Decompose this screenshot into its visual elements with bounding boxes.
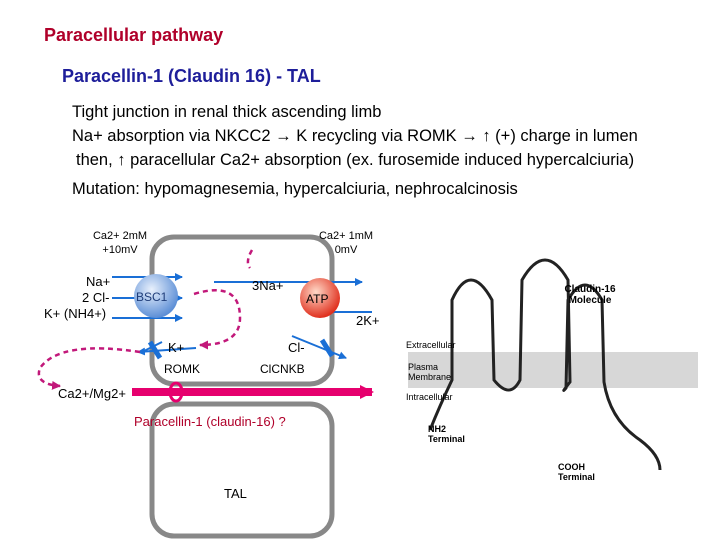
text-line-1: Tight junction in renal thick ascending … [72,103,382,121]
tight-junction-marker [168,381,184,403]
clcnkb-channel-a [319,338,335,358]
cooh-terminal-label: COOH Terminal [558,462,595,482]
ca-mg-label: Ca2+/Mg2+ [58,386,126,401]
blood-conditions: Ca2+ 1mM 0mV [314,229,378,257]
k-recycle-path [193,289,242,350]
plasma-membrane-band [408,352,698,388]
k-ion-label: K+ [168,340,185,355]
extracellular-label: Extracellular [406,340,456,350]
lumen-voltage-label: +10mV [102,244,138,256]
plasma-membrane-label: Plasma Membrane [408,362,452,382]
bsc1-transporter [134,274,178,318]
blood-voltage-label: 0mV [334,244,358,256]
romk-label: ROMK [164,362,200,376]
page-title: Paracellular pathway [44,25,224,45]
lumen-calcium-label: Ca2+ 2mM [92,230,148,242]
text-line-2: Na+ absorption via NKCC2 → K recycling v… [72,127,638,145]
k-exit-arrow [137,347,197,356]
intracellular-label: Intracellular [406,392,453,402]
claudin16-chain [428,258,662,471]
k-nh4-label: K+ (NH4+) [44,306,107,321]
lower-cell-outline [149,401,335,539]
clcnkb-label: ClCNKB [260,362,305,376]
blood-calcium-label: Ca2+ 1mM [318,230,374,242]
atp-label: ATP [306,292,329,306]
cl-label: 2 Cl- [82,290,110,305]
paracellin-label: Paracellin-1 (claudin-16) ? [134,414,286,429]
nh2-terminal-label: NH2 Terminal [428,424,465,444]
k-romk-path [246,249,254,269]
romk-channel-b [141,341,163,353]
three-na-label: 3Na+ [252,278,284,293]
cl-ion-label: Cl- [288,340,305,355]
text-line-4: Mutation: hypomagnesemia, hypercalciuria… [72,180,518,198]
cl-exit-arrow [291,335,347,360]
bsc1-label: BSC1 [136,290,168,304]
text-line-3: then, ↑ paracellular Ca2+ absorption (ex… [76,151,635,169]
na-label: Na+ [86,274,111,289]
lumen-k-loop [37,347,141,390]
lumen-conditions: Ca2+ 2mM +10mV [88,229,152,257]
claudin16-molecule-label: Claudin-16 Molecule [564,284,616,306]
page-subtitle: Paracellin-1 (Claudin 16) - TAL [62,66,321,86]
two-k-label: 2K+ [356,313,380,328]
tal-label: TAL [224,486,247,501]
atp-pump [300,278,340,318]
